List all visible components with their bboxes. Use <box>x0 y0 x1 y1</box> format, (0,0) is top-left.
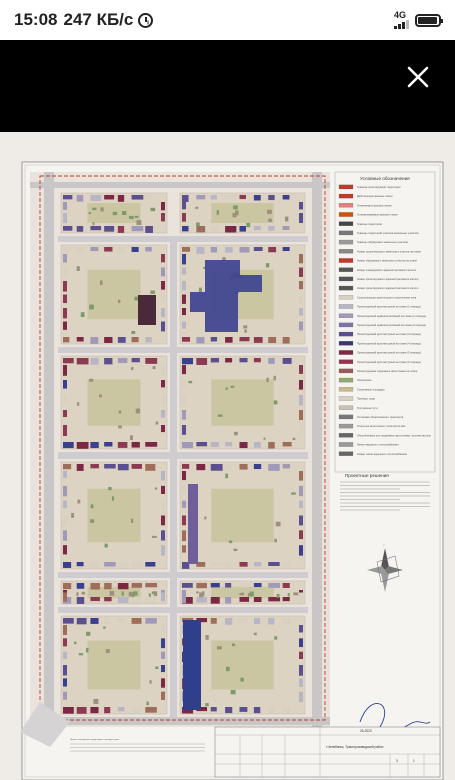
svg-text:С: С <box>383 545 385 547</box>
legend-item: Проектируемый архитектурный на плане (1 … <box>357 305 421 309</box>
status-right-group: 4G <box>394 11 443 29</box>
legend-swatch <box>338 276 354 282</box>
legend-item: Граница проектируемой территории <box>357 185 401 189</box>
viewer-toolbar <box>0 40 455 132</box>
legend-swatch <box>338 433 354 438</box>
bottom-caption: Проект планировки территории в границах … <box>70 739 120 741</box>
legend-item: Границы территорий участков земельных уч… <box>357 231 419 235</box>
legend-swatch <box>338 331 354 337</box>
legend-swatch <box>338 221 354 226</box>
notes-title: Проектные решения <box>345 473 389 478</box>
legend-swatch <box>338 295 354 300</box>
legend-item: Проектируемый административный на плане … <box>357 323 426 327</box>
status-time: 15:08 <box>14 10 58 29</box>
legend-item: Проезды, ходы <box>357 397 375 401</box>
stamp-code: 26-2023 <box>360 729 372 733</box>
legend-swatch <box>338 285 354 291</box>
legend-item: Существующая архитектурно-строительная з… <box>357 295 417 299</box>
legend-swatch <box>338 304 354 309</box>
network-speed: 247 КБ/с <box>63 10 134 29</box>
legend-item: Номер проектируемого административного ж… <box>357 277 419 281</box>
status-bar: 15:08 247 КБ/с 4G <box>0 0 455 40</box>
legend-swatch <box>338 377 354 383</box>
legend-item: Проектируемый административный на плане … <box>357 314 426 318</box>
legend-swatch <box>338 368 354 374</box>
north-arrow-icon: С <box>367 545 403 592</box>
legend-item: Номер линии наружного теплоснабжения <box>357 452 408 456</box>
legend-item: Спортивные площадки <box>357 387 385 391</box>
legend-swatch <box>338 322 354 328</box>
signal-icon <box>394 20 409 29</box>
close-icon <box>407 66 429 88</box>
legend-item: Проектируемый архитектурный на плане (4 … <box>357 341 421 345</box>
legend-swatch <box>338 193 354 199</box>
legend-item: Тротуарные пути <box>357 406 378 410</box>
network-type: 4G <box>394 10 407 20</box>
legend-swatch <box>338 249 354 254</box>
network-indicator: 4G <box>394 11 409 29</box>
legend-item: Номер образуемого земельного участка на … <box>357 259 417 263</box>
planning-drawing: Условные обозначения Граница проектируем… <box>0 132 455 780</box>
legend-swatch <box>338 184 354 190</box>
legend-item: Проектируемый архитектурный на плане (3 … <box>357 332 421 336</box>
legend-item: Открытые автостоянки / количество м/м <box>357 424 406 428</box>
stamp-sheets: 1 <box>413 759 415 763</box>
legend-item: Действующие красные линии <box>357 194 393 198</box>
legend-swatch <box>338 359 354 364</box>
legend-title: Условные обозначения <box>360 176 410 181</box>
legend-item: Границы территории <box>357 222 383 226</box>
stamp-city: г.Челябинск, Тракторозаводский район <box>326 745 384 749</box>
legend: Условные обозначения Граница проектируем… <box>334 171 436 511</box>
site-plan <box>20 172 330 747</box>
legend-swatch <box>338 341 354 346</box>
legend-swatch <box>338 396 354 401</box>
legend-swatch <box>338 267 354 272</box>
legend-item: Озеленение <box>357 378 372 382</box>
legend-item: Проектируемый архитектурный на плане (5 … <box>357 351 421 355</box>
legend-swatch <box>338 442 354 447</box>
legend-item: Проектируемый архитектурный на плане (6 … <box>357 360 421 364</box>
legend-swatch <box>338 423 354 429</box>
legend-swatch <box>338 239 354 245</box>
close-button[interactable] <box>403 62 433 92</box>
legend-swatch <box>338 313 354 318</box>
legend-item: Устанавливаемые красные линии <box>357 213 398 217</box>
battery-level <box>418 16 437 24</box>
legend-item: Проектируемые подземные автостоянки на п… <box>357 369 418 373</box>
legend-swatch <box>338 212 354 217</box>
legend-item: Остановки общественного транспорта <box>357 415 404 419</box>
legend-item: Номер существующего земельного участка н… <box>357 249 421 253</box>
legend-swatch <box>338 414 354 420</box>
battery-icon <box>415 13 443 27</box>
legend-item: Обособленные или подземные автостоянки /… <box>357 433 431 437</box>
legend-swatch <box>338 405 354 410</box>
legend-swatch <box>338 387 354 392</box>
legend-item: Номер планируемого административного жил… <box>357 268 417 272</box>
legend-swatch <box>338 350 354 355</box>
image-viewer[interactable]: Условные обозначения Граница проектируем… <box>0 132 455 780</box>
legend-item: Номер проектируемого административного ж… <box>357 286 419 290</box>
legend-swatch <box>338 203 354 208</box>
title-block: 26-2023 г.Челябинск, Тракторозаводский р… <box>214 726 441 778</box>
legend-item: Линия наружного теплоснабжения <box>357 443 399 447</box>
stamp-sheet: 3 <box>396 759 398 763</box>
legend-swatch <box>338 451 354 456</box>
legend-item: Границы образуемых земельных участков <box>357 240 409 244</box>
alarm-icon <box>138 12 154 28</box>
legend-swatch <box>338 230 354 236</box>
legend-swatch <box>338 258 354 263</box>
legend-item: Отменяемые красные линии <box>357 203 392 207</box>
